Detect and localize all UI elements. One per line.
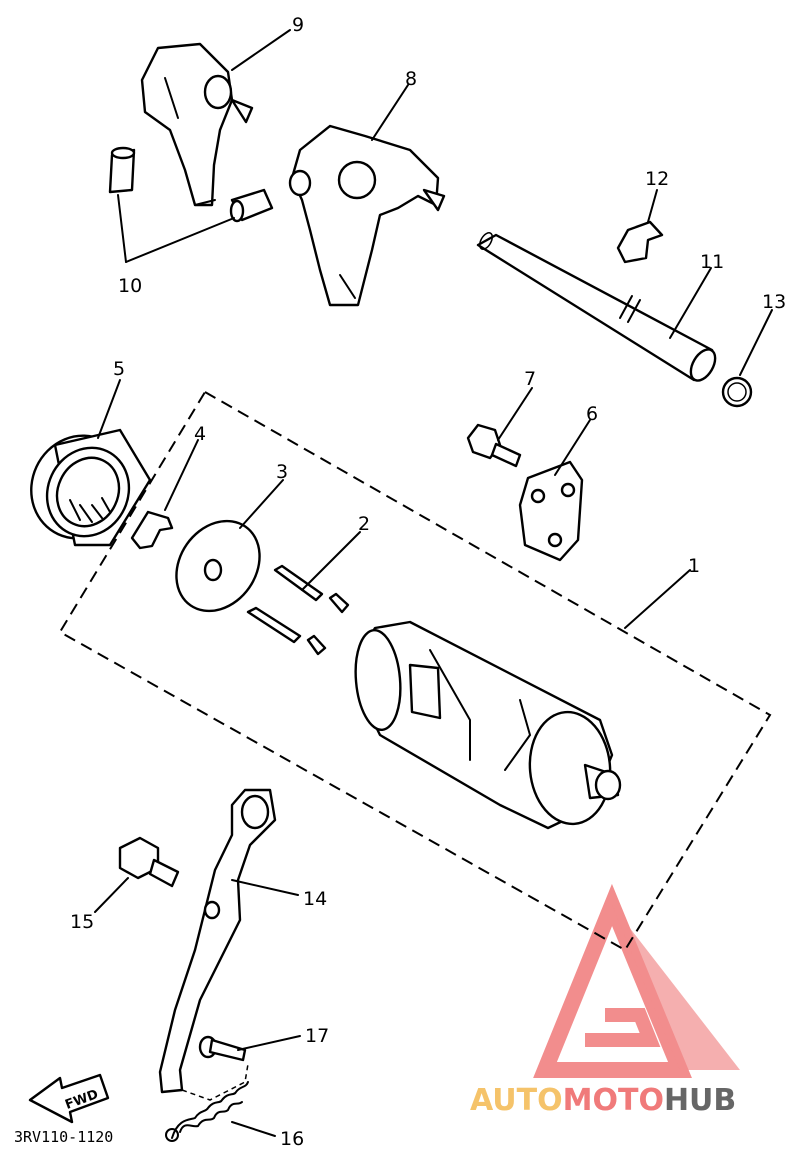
- callout-11: 11: [700, 251, 724, 273]
- callout-4: 4: [194, 423, 206, 445]
- fwd-arrow-icon: FWD: [28, 1073, 110, 1124]
- circlip-12: [616, 220, 664, 264]
- callout-5: 5: [113, 358, 125, 380]
- bolt-15: [118, 836, 180, 888]
- shift-fork-8: [288, 124, 446, 307]
- pins-2: [246, 564, 350, 656]
- leader-lines: [94, 29, 773, 1137]
- callout-10: 10: [118, 275, 142, 297]
- stopper-plate-6: [518, 460, 584, 562]
- callout-2: 2: [358, 513, 370, 535]
- callout-3: 3: [276, 461, 288, 483]
- o-ring-13: [721, 376, 753, 408]
- callout-14: 14: [303, 888, 327, 910]
- callout-9: 9: [292, 14, 304, 36]
- shift-drum-1: [354, 620, 622, 830]
- circlip-4: [130, 510, 174, 550]
- callout-1: 1: [688, 555, 700, 577]
- callout-16: 16: [280, 1128, 304, 1150]
- fork-shaft-11: [476, 232, 717, 382]
- callout-17: 17: [305, 1025, 329, 1047]
- shift-arm-14: [158, 788, 277, 1094]
- watermark-logo: [533, 883, 740, 1078]
- callout-13: 13: [762, 291, 786, 313]
- callout-6: 6: [586, 403, 598, 425]
- svg-text:AUTOMOTOHUB: AUTOMOTOHUB: [470, 1083, 736, 1118]
- washer-3: [175, 519, 261, 613]
- spring-16: [165, 1081, 249, 1142]
- callout-7: 7: [524, 368, 536, 390]
- bolt-7: [466, 423, 522, 468]
- watermark-hub: HUB: [664, 1083, 736, 1118]
- watermark-moto: MOTO: [563, 1083, 664, 1118]
- watermark-auto: AUTO: [470, 1083, 563, 1118]
- shift-fork-9: [140, 42, 254, 207]
- watermark-text: AUTOMOTOHUB: [470, 1083, 736, 1118]
- diagram-code: 3RV110-1120: [14, 1128, 113, 1146]
- guide-pins-10: [108, 146, 274, 223]
- callout-8: 8: [405, 68, 417, 90]
- pin-17: [198, 1035, 247, 1062]
- callout-12: 12: [645, 168, 669, 190]
- callout-15: 15: [70, 911, 94, 933]
- bearing-5: [30, 428, 152, 547]
